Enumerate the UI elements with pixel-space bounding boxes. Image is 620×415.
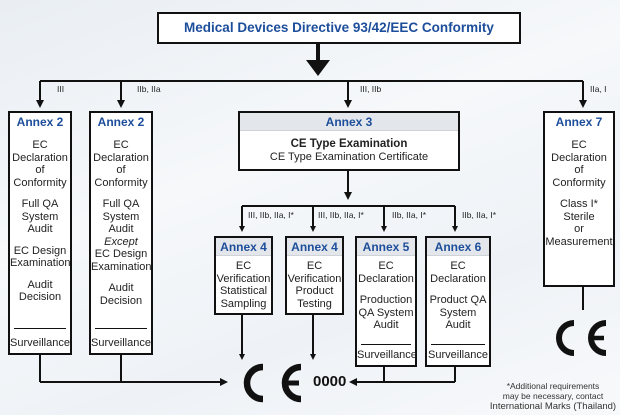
sub-label-annex5: IIb, IIa, I*	[392, 210, 427, 220]
box-text: EC	[450, 260, 466, 272]
box-text: System	[102, 210, 140, 223]
box-text: Testing	[297, 297, 332, 310]
divider	[95, 328, 147, 329]
footnote: *Additional requirements may be necessar…	[488, 381, 618, 412]
annex-title: Annex 7	[545, 113, 613, 130]
box-text: Full QA	[102, 198, 140, 210]
ce-mark-icon	[556, 320, 607, 356]
notified-body-number: 0000	[313, 373, 347, 390]
box-text: Verification	[216, 272, 271, 285]
box-text: of	[574, 164, 584, 176]
annex-title: Annex 5	[357, 238, 415, 256]
box-text: Verification	[287, 272, 342, 285]
box-text-except: Except	[104, 235, 138, 248]
box-text: EC	[571, 139, 587, 151]
annex-title: Annex 6	[427, 238, 489, 256]
box-text: Declaration	[551, 151, 607, 164]
box-text: Full QA	[21, 198, 59, 210]
annex2-except-box: Annex 2 EC Declaration of Conformity Ful…	[89, 111, 153, 355]
box-text: EC	[32, 139, 48, 151]
sub-label-annex6: IIb, IIa, I*	[462, 210, 497, 220]
box-text: QA System	[358, 306, 414, 319]
box-text: EC	[113, 139, 129, 151]
annex3-box: Annex 3 CE Type Examination CE Type Exam…	[238, 111, 460, 171]
footnote-line: International Marks (Thailand)	[489, 401, 617, 412]
annex2-full-qa-box: Annex 2 EC Declaration of Conformity Ful…	[8, 111, 72, 355]
box-text: Declaration	[12, 151, 68, 164]
surveillance-label: Surveillance	[357, 349, 417, 361]
annex-title: Annex 3	[240, 113, 458, 131]
box-text: Production	[359, 294, 413, 306]
annex-title: Annex 4	[287, 238, 342, 256]
branch-label-annex3: III, IIb	[360, 84, 382, 94]
box-text: EC Design	[94, 248, 148, 260]
box-text: Conformity	[552, 176, 606, 189]
box-text: System	[21, 210, 59, 223]
box-text: Product QA	[429, 294, 487, 306]
box-text: Examination	[91, 260, 152, 273]
surveillance-label: Surveillance	[428, 349, 488, 361]
box-text: Product	[295, 285, 334, 297]
box-text: EC	[306, 260, 323, 272]
surveillance-label: Surveillance	[10, 337, 70, 349]
box-text: Conformity	[13, 176, 67, 189]
box-text: Audit	[27, 223, 53, 235]
box-text: Decision	[99, 294, 143, 307]
branch-label-annex2a: III	[57, 84, 65, 94]
box-text: of	[35, 164, 45, 176]
footnote-line: may be necessary, contact	[502, 391, 604, 401]
annex-title: Annex 2	[91, 113, 151, 130]
surveillance-label: Surveillance	[91, 337, 151, 349]
footnote-line: *Additional requirements	[506, 381, 600, 391]
annex6-box: Annex 6 EC Declaration Product QA System…	[425, 236, 491, 367]
box-text: EC	[235, 260, 252, 272]
ce-type-exam-certificate: CE Type Examination Certificate	[269, 151, 429, 163]
box-text: EC	[378, 260, 394, 272]
box-text: or	[574, 223, 584, 235]
sub-label-annex4b: III, IIb, IIa, I*	[318, 210, 364, 220]
box-text: Decision	[18, 291, 62, 303]
box-text: Audit	[27, 278, 53, 291]
diagram-title: Medical Devices Directive 93/42/EEC Conf…	[157, 12, 521, 44]
box-text: Conformity	[94, 176, 148, 189]
box-text: Declaration	[358, 272, 414, 285]
box-text: Class I*	[560, 198, 598, 210]
annex7-box: Annex 7 EC Declaration of Conformity Cla…	[543, 111, 615, 287]
box-text: Audit	[108, 223, 134, 235]
box-text: Statistical	[219, 285, 268, 297]
annex4-statistical-box: Annex 4 EC Verification Statistical Samp…	[214, 236, 273, 315]
annex-title: Annex 4	[216, 238, 271, 256]
main-arrow	[306, 60, 330, 76]
annex4-testing-box: Annex 4 EC Verification Product Testing	[285, 236, 344, 315]
box-text: Examination	[10, 257, 71, 269]
box-text: EC Design	[13, 244, 67, 257]
box-text: Audit	[445, 319, 471, 331]
box-text: Declaration	[430, 272, 486, 285]
box-text: Audit	[108, 282, 134, 294]
divider	[361, 344, 411, 345]
sub-label-annex4a: III, IIb, IIa, I*	[248, 210, 294, 220]
box-text: System	[439, 306, 477, 319]
branch-label-annex2b: IIb, IIa	[137, 84, 161, 94]
box-text: Declaration	[93, 151, 149, 164]
annex-title: Annex 2	[10, 113, 70, 130]
box-text: Audit	[373, 319, 399, 331]
box-text: of	[116, 164, 126, 176]
branch-label-annex7: IIa, I	[590, 84, 607, 94]
divider	[431, 344, 485, 345]
ce-mark-icon	[243, 363, 302, 403]
ce-type-exam-title: CE Type Examination	[290, 138, 408, 150]
box-text: Sterile	[563, 210, 595, 223]
box-text: Measurement	[545, 235, 613, 248]
box-text: Sampling	[220, 297, 267, 310]
divider	[14, 328, 66, 329]
annex5-box: Annex 5 EC Declaration Production QA Sys…	[355, 236, 417, 367]
